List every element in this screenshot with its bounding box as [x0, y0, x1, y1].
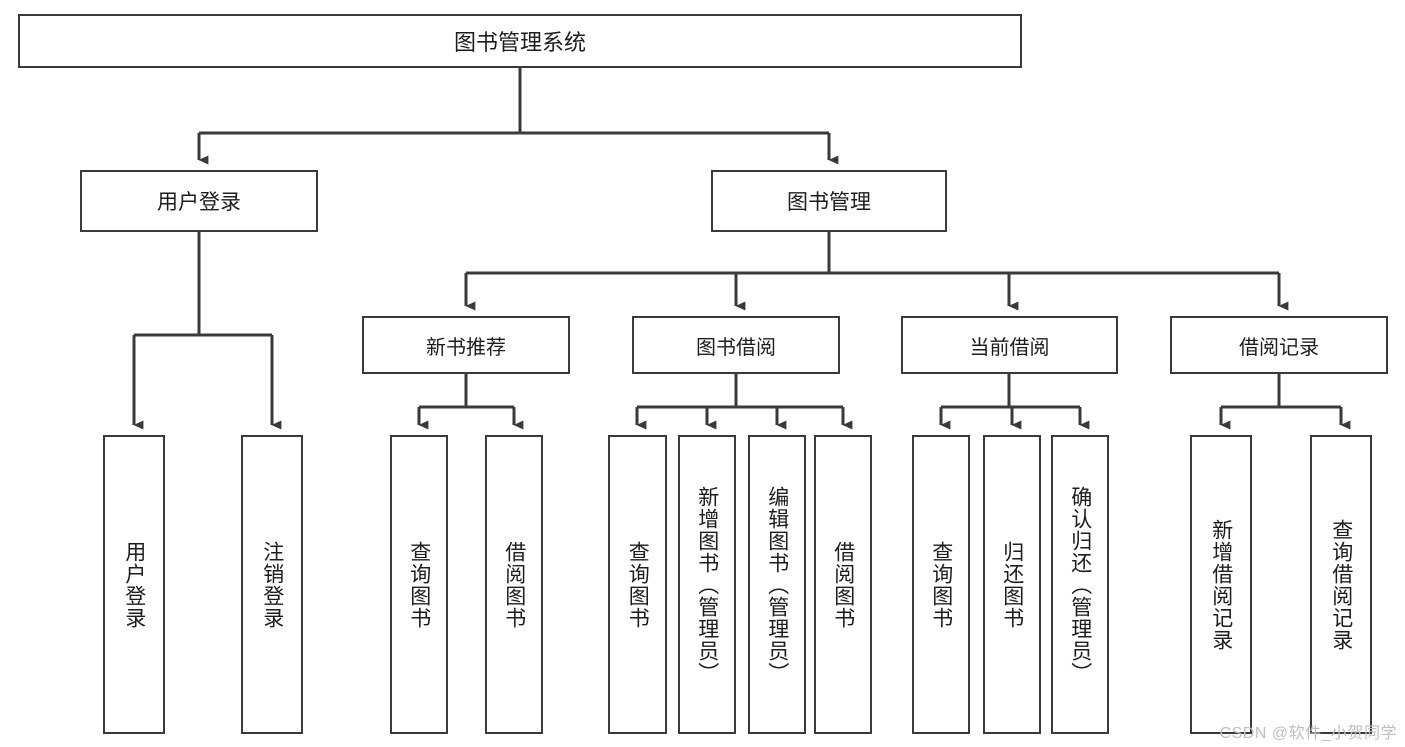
leaf-node[interactable]: 注销登录 — [241, 435, 303, 734]
node-book-borrow-label: 图书借阅 — [696, 336, 776, 359]
node-current-borrow-label: 当前借阅 — [969, 336, 1050, 359]
leaf-node[interactable]: 归还图书 — [983, 435, 1041, 734]
leaf-node-label: 注销登录 — [260, 540, 284, 629]
leaf-node[interactable]: 查询图书 — [912, 435, 970, 734]
leaf-node[interactable]: 新增图书（管理员） — [678, 435, 736, 734]
node-book-borrow[interactable]: 图书借阅 — [632, 316, 840, 374]
leaf-node[interactable]: 查询图书 — [608, 435, 667, 734]
leaf-node-label: 归还图书 — [1000, 540, 1024, 629]
leaf-node[interactable]: 确认归还（管理员） — [1051, 435, 1109, 734]
leaf-node-label: 查询图书 — [407, 540, 431, 629]
leaf-node-label: 查询图书 — [929, 540, 953, 629]
leaf-node-label: 查询图书 — [626, 540, 650, 629]
leaf-node[interactable]: 借阅图书 — [485, 435, 543, 734]
leaf-node[interactable]: 借阅图书 — [814, 435, 872, 734]
leaf-node-label: 确认归还（管理员） — [1068, 485, 1092, 684]
node-root-system[interactable]: 图书管理系统 — [18, 14, 1022, 68]
node-current-borrow[interactable]: 当前借阅 — [901, 316, 1118, 374]
leaf-node-label: 借阅图书 — [502, 540, 526, 629]
leaf-node-label: 借阅图书 — [831, 540, 855, 629]
node-new-book-recommend[interactable]: 新书推荐 — [362, 316, 570, 374]
node-book-manage[interactable]: 图书管理 — [711, 170, 947, 232]
tree-connectors — [132, 68, 1351, 430]
leaf-node[interactable]: 新增借阅记录 — [1190, 435, 1252, 734]
leaf-node-label: 新增图书（管理员） — [695, 485, 719, 684]
node-book-manage-label: 图书管理 — [787, 191, 871, 214]
leaf-node[interactable]: 查询借阅记录 — [1310, 435, 1372, 734]
node-user-login[interactable]: 用户登录 — [80, 170, 318, 232]
leaf-node[interactable]: 编辑图书（管理员） — [748, 435, 806, 734]
leaf-node[interactable]: 用户登录 — [103, 435, 165, 734]
leaf-node-label: 用户登录 — [122, 540, 146, 629]
leaf-node-label: 新增借阅记录 — [1209, 518, 1233, 651]
leaf-node-label: 编辑图书（管理员） — [765, 485, 789, 684]
watermark-text: CSDN @软件_小贺同学 — [1219, 725, 1397, 742]
node-root-system-label: 图书管理系统 — [453, 30, 586, 55]
node-borrow-record-label: 借阅记录 — [1239, 336, 1319, 359]
node-user-login-label: 用户登录 — [157, 191, 241, 214]
leaf-node[interactable]: 查询图书 — [390, 435, 448, 734]
node-borrow-record[interactable]: 借阅记录 — [1170, 316, 1388, 374]
node-new-book-recommend-label: 新书推荐 — [426, 336, 506, 359]
leaf-node-label: 查询借阅记录 — [1329, 518, 1353, 651]
